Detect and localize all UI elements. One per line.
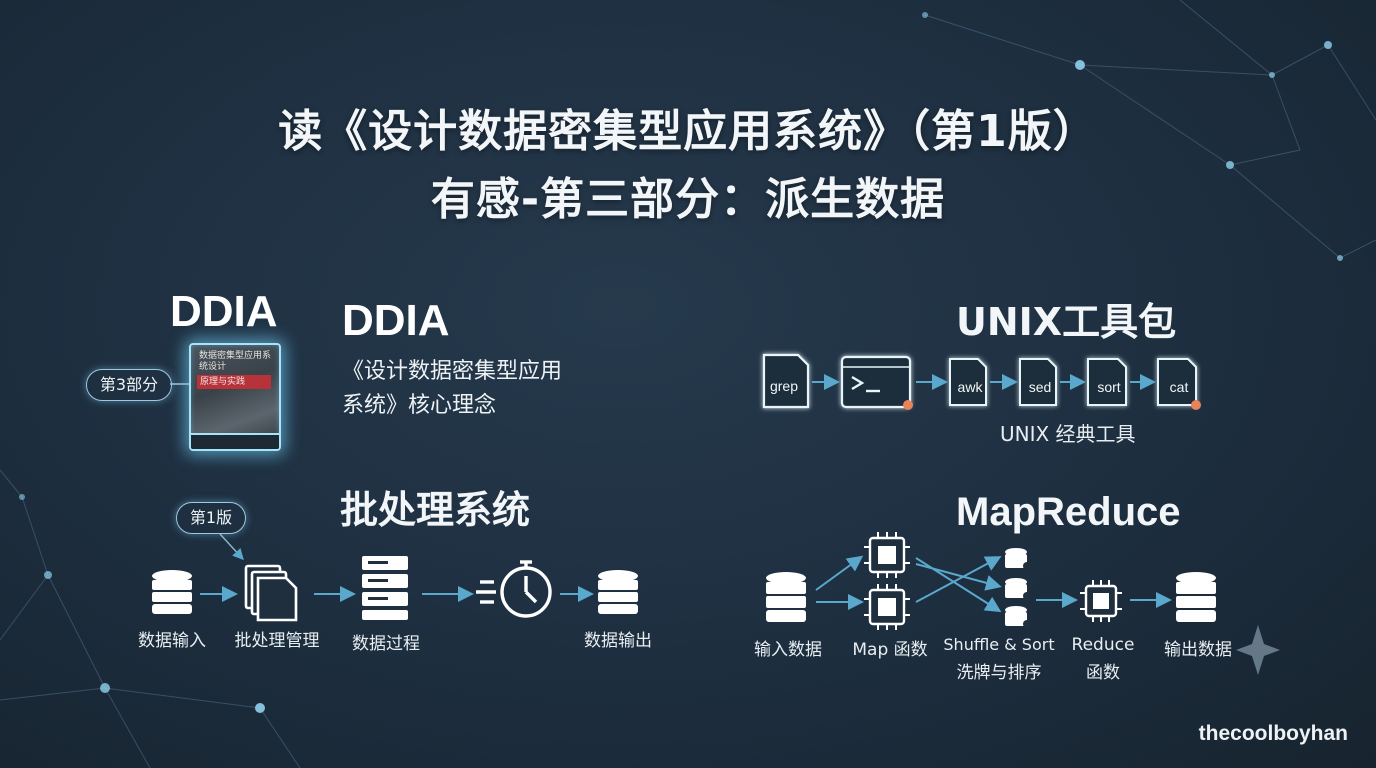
sort-label-box: sort [1087, 361, 1131, 413]
mr-label-shuffle-2: 洗牌与排序 [956, 663, 1042, 683]
mapreduce-heading: MapReduce [956, 490, 1181, 534]
tool-grep: grep [769, 378, 799, 394]
tool-sort: sort [1097, 379, 1121, 395]
reduce-chip-icon [1080, 580, 1122, 622]
shuffle-database-icons [1005, 548, 1027, 626]
page-title-line1: 读《设计数据密集型应用系统》（第1版） [278, 106, 1098, 157]
book-cover-title: 数据密集型应用系统设计 [199, 351, 272, 372]
mr-label-input: 输入数据 [754, 640, 822, 660]
cat-label-box: cat [1157, 361, 1201, 413]
batch-label-process: 数据过程 [352, 634, 420, 654]
awk-file-icon [949, 358, 987, 406]
ddia-book-logo: DDIA [170, 287, 278, 336]
stacked-pages-icon [244, 564, 298, 622]
map-chip-icon-2 [864, 584, 910, 630]
database-icon-output [598, 570, 638, 614]
awk-label-box: awk [948, 361, 992, 413]
grep-file-icon [762, 353, 810, 409]
page-title-line2: 有感-第三部分：派生数据 [430, 174, 946, 225]
ddia-desc-line1: 《设计数据密集型应用 [342, 359, 563, 384]
mr-label-map: Map 函数 [852, 640, 928, 660]
part-3-pill: 第3部分 [86, 369, 172, 401]
sparkle-icon [1236, 625, 1280, 675]
unix-heading: UNIX工具包 [956, 300, 1177, 344]
mr-label-output: 输出数据 [1164, 640, 1232, 660]
ddia-book-icon: 数据密集型应用系统设计 原理与实践 [189, 343, 281, 451]
stopwatch-icon [476, 560, 552, 618]
book-spine [191, 433, 279, 449]
tool-sed: sed [1028, 379, 1052, 395]
ddia-heading: DDIA [342, 296, 450, 345]
pill-connector [170, 383, 190, 385]
edition-pill: 第1版 [176, 502, 246, 534]
grep-label-box: grep [762, 360, 806, 412]
server-icon [362, 556, 408, 620]
batch-heading: 批处理系统 [340, 488, 531, 532]
mr-database-output-icon [1176, 572, 1216, 622]
sed-label-box: sed [1018, 361, 1062, 413]
database-icon-input [152, 570, 192, 614]
terminal-icon [840, 355, 912, 409]
mr-label-reduce-1: Reduce [1071, 635, 1135, 655]
batch-label-output: 数据输出 [584, 631, 652, 651]
cat-file-icon [1157, 358, 1197, 406]
mr-label-reduce-2: 函数 [1086, 663, 1120, 683]
mr-label-shuffle-1: Shuffle & Sort [943, 635, 1055, 654]
penguin-icon-2 [1191, 400, 1201, 410]
unix-caption: UNIX 经典工具 [1000, 422, 1136, 446]
map-chip-icon-1 [864, 532, 910, 578]
sort-file-icon [1087, 358, 1127, 406]
tool-cat: cat [1169, 379, 1189, 395]
author-watermark: thecoolboyhan [1198, 722, 1348, 745]
mapreduce-pipeline [766, 532, 1216, 630]
sed-file-icon [1019, 358, 1057, 406]
tool-awk: awk [957, 379, 983, 395]
unix-pipeline [762, 353, 1201, 410]
batch-pipeline [152, 533, 638, 622]
batch-label-input: 数据输入 [138, 631, 206, 651]
ddia-desc-line2: 系统》核心理念 [342, 393, 497, 418]
mr-database-input-icon [766, 572, 806, 622]
penguin-icon [903, 400, 913, 410]
book-cover-band: 原理与实践 [197, 375, 271, 389]
batch-label-manage: 批处理管理 [234, 631, 320, 651]
